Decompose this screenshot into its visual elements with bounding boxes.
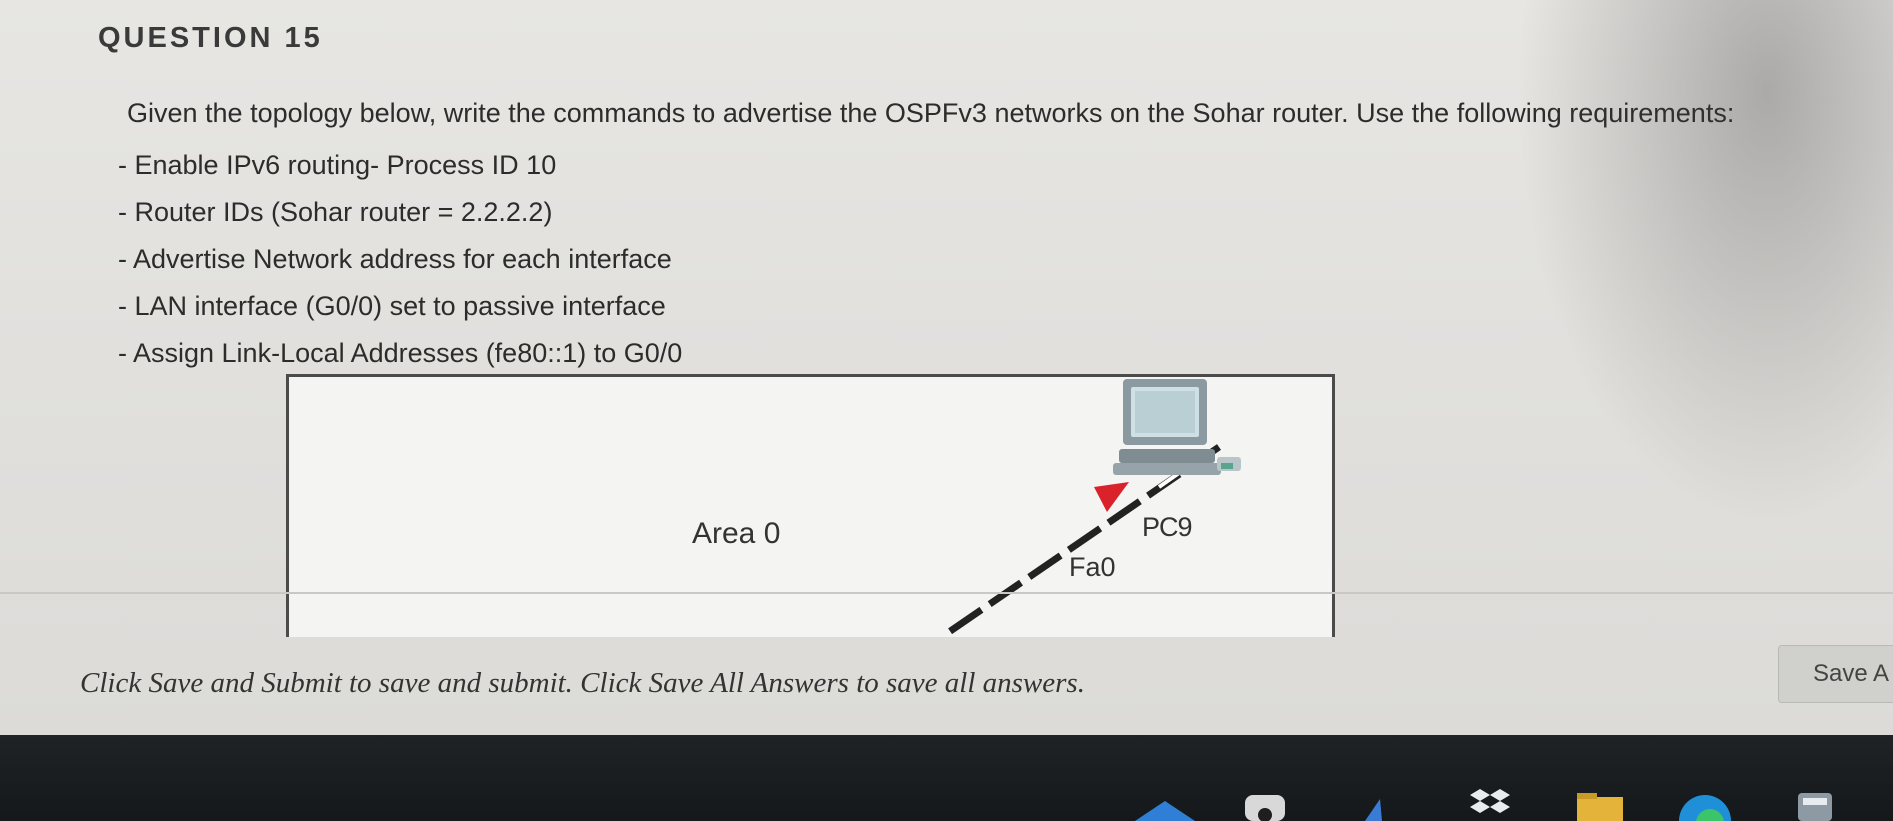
edge-icon[interactable] [1670, 785, 1740, 821]
requirement-item: - Enable IPv6 routing- Process ID 10 [118, 150, 557, 180]
pc-label: PC9 [1142, 512, 1193, 542]
divider [0, 592, 1893, 594]
save-instructions: Click Save and Submit to save and submit… [80, 667, 1085, 699]
requirement-item: - Assign Link-Local Addresses (fe80::1) … [118, 338, 683, 368]
folder-icon[interactable] [1565, 785, 1635, 821]
quiz-page: QUESTION 15 Given the topology below, wr… [0, 0, 1893, 735]
area-label: Area 0 [692, 517, 781, 550]
question-title: QUESTION 15 [98, 22, 323, 54]
pc-icon [1113, 379, 1241, 475]
calculator-icon[interactable] [1780, 785, 1850, 821]
topology-diagram: Area 0 PC9 Fa0 [286, 374, 1335, 637]
requirement-item: - Advertise Network address for each int… [118, 244, 672, 274]
file-explorer-icon[interactable] [1130, 785, 1200, 821]
dropbox-icon[interactable] [1450, 785, 1520, 821]
taskbar [0, 735, 1893, 821]
requirement-item: - LAN interface (G0/0) set to passive in… [118, 291, 666, 321]
requirements-list: - Enable IPv6 routing- Process ID 10 - R… [118, 142, 682, 377]
save-all-answers-button[interactable]: Save A [1778, 645, 1893, 703]
app-icon[interactable] [1340, 785, 1410, 821]
port-indicator-icon [1094, 482, 1129, 512]
question-prompt: Given the topology below, write the comm… [127, 98, 1735, 128]
requirement-item: - Router IDs (Sohar router = 2.2.2.2) [118, 197, 553, 227]
port-label: Fa0 [1069, 552, 1116, 582]
letter-a-icon[interactable] [1230, 785, 1300, 821]
